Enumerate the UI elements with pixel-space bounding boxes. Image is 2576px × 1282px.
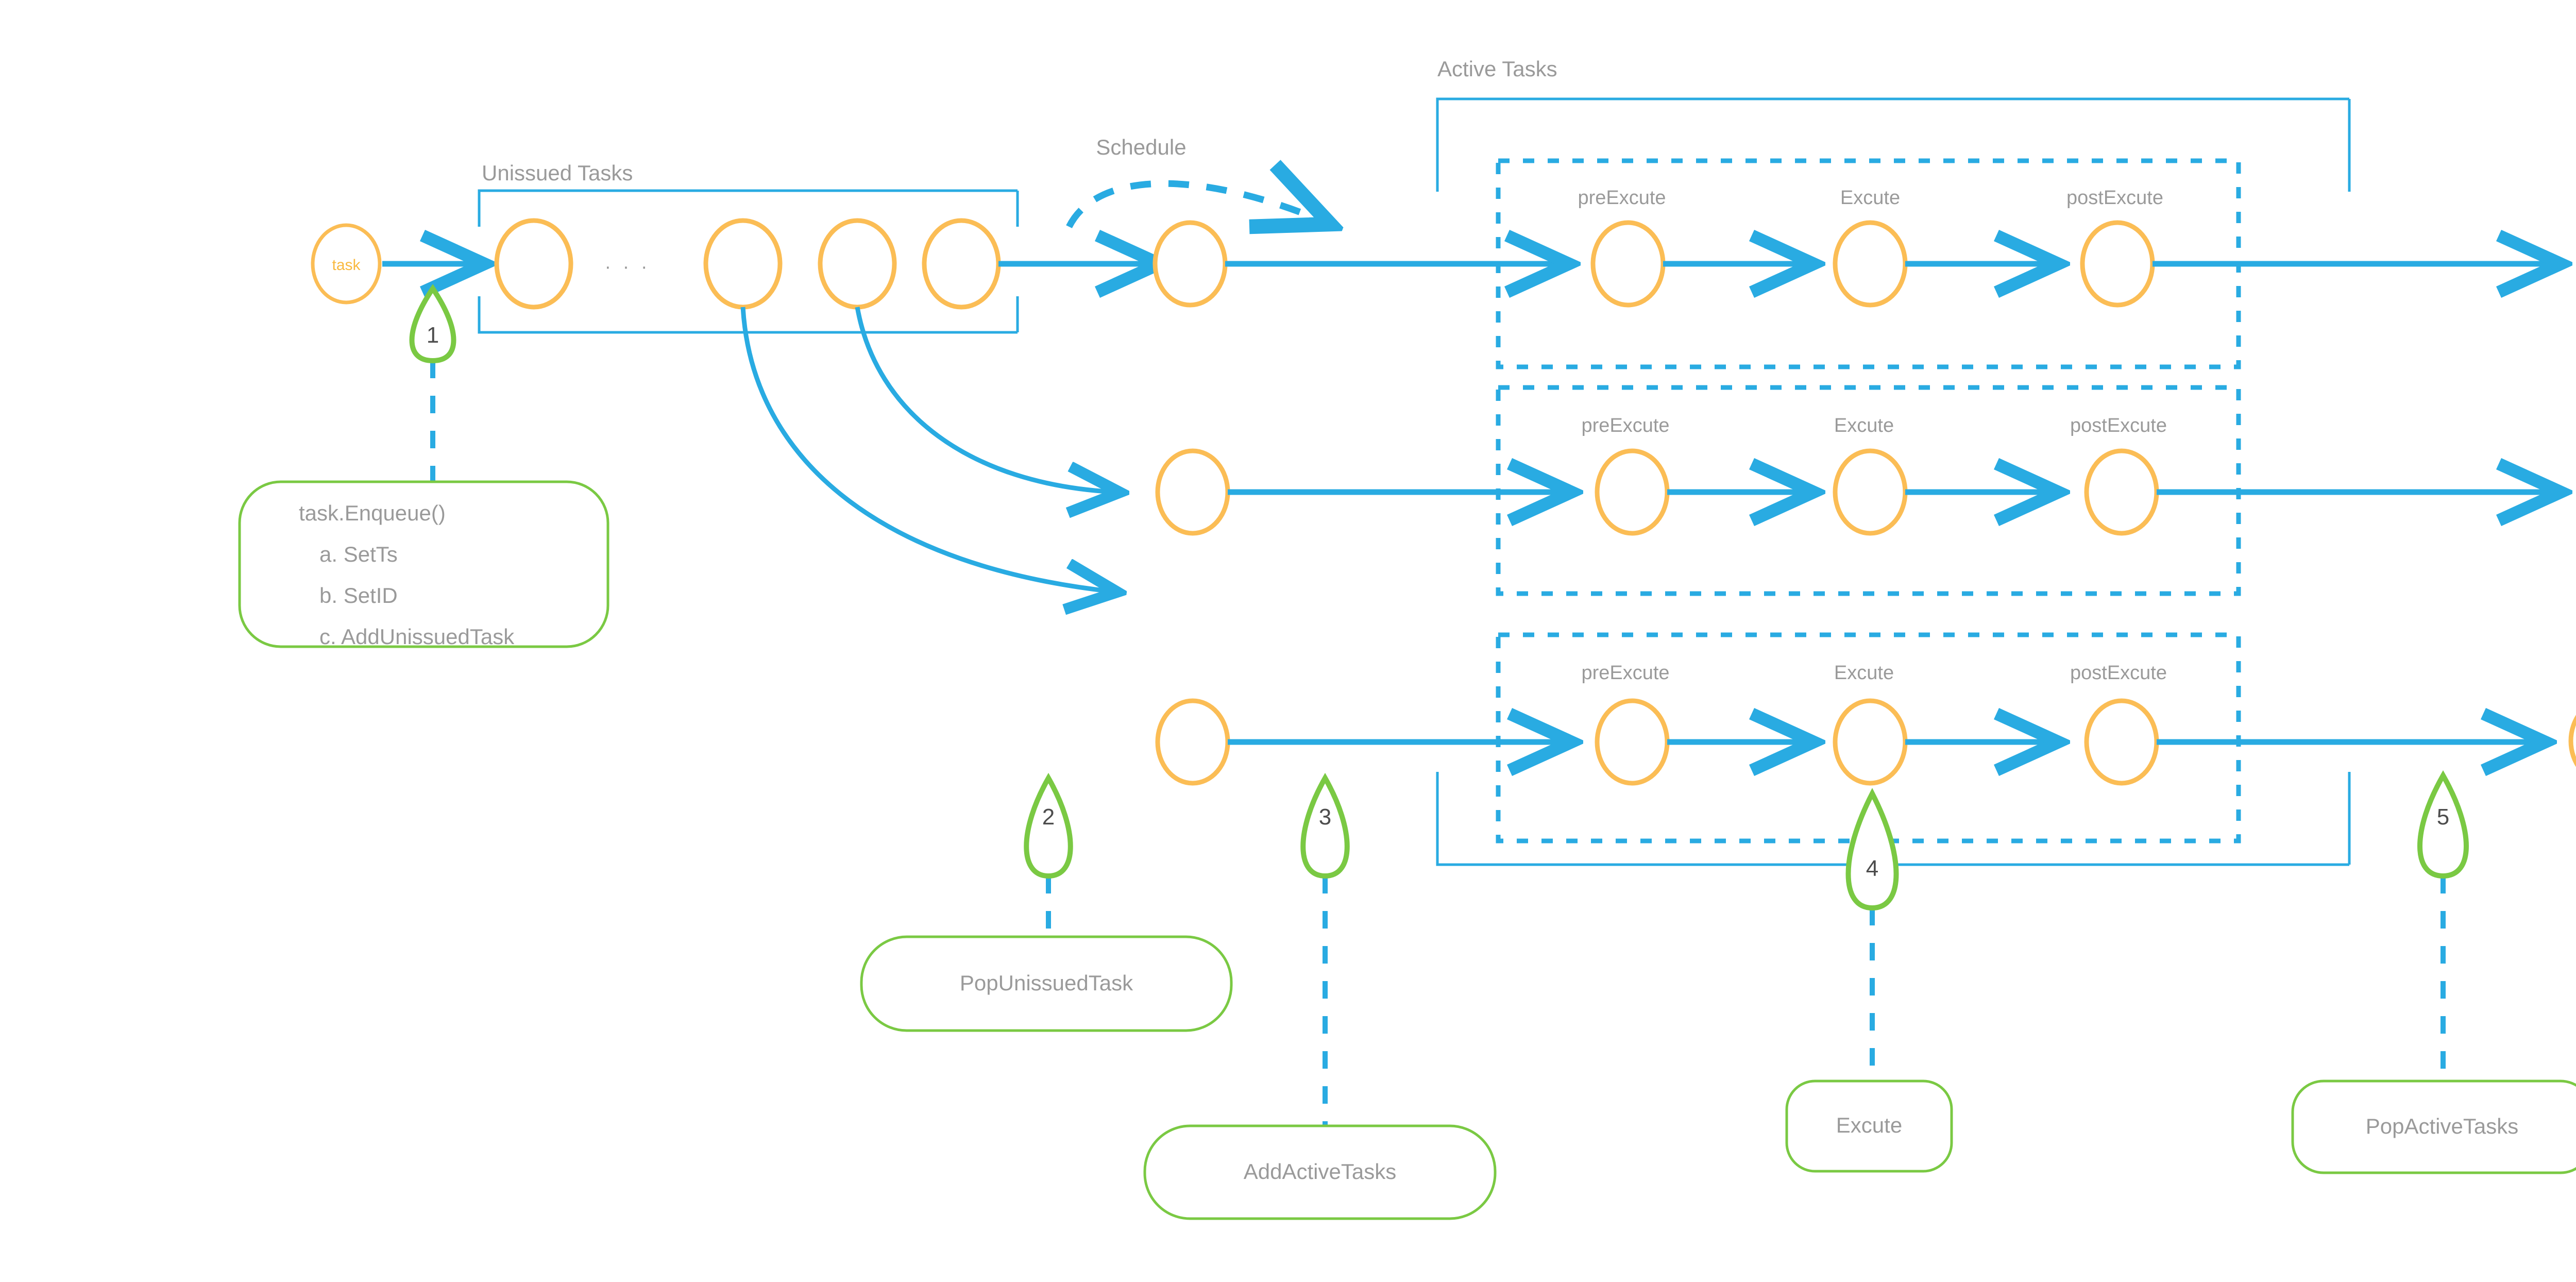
unissued-tasks-label: Unissued Tasks [482,161,633,185]
callout-4-label: Excute [1836,1113,1902,1137]
unissued-tasks-group: Unissued Tasks [478,161,1019,334]
schedule-edge: Schedule [1066,135,1324,227]
callout-4-number: 4 [1866,856,1878,881]
task-node-shape [311,223,382,305]
row3-tail-node[interactable] [2568,700,2576,782]
row1-node-pre[interactable] [1590,220,1666,308]
callout-3-label: AddActiveTasks [1244,1159,1396,1184]
row1-stage-label-pre: preExcute [1578,187,1666,209]
row3-stage-label-post: postExcute [2070,662,2167,684]
active-bracket-bottom [1436,772,2349,866]
row3-node-post[interactable] [2084,698,2159,786]
edge-queue-to-row2-head [855,307,1115,492]
active-tasks-label: Active Tasks [1437,57,1557,81]
edge-queue-to-row3-head [740,307,1113,592]
queue-ellipsis: · · · [604,256,650,278]
callout-2-box[interactable] [860,935,1233,1032]
queue-node-4[interactable] [922,218,1001,310]
callout-4-box[interactable] [1785,1079,1953,1173]
row3-head-node[interactable] [1155,698,1230,786]
row3-stage-label-pre: preExcute [1581,662,1669,684]
callout-1-pin[interactable] [409,284,456,364]
callout-1-line-3: c. AddUnissuedTask [319,625,515,649]
row1-node-post[interactable] [2080,220,2155,308]
row2-stage-label-pre: preExcute [1581,415,1669,436]
task-node-label: task [332,257,361,274]
queue-node-3[interactable] [818,218,897,310]
callout-5-number: 5 [2437,804,2449,830]
row1-head-node[interactable] [1153,220,1228,308]
queue-node-2[interactable] [703,218,783,310]
callout-2: 2 PopUnissuedTask [860,772,1233,1032]
callout-4: 4 Excute [1785,788,1953,1173]
callout-5-pin[interactable] [2417,770,2469,879]
callout-1: 1 task.Enqueue() a. SetTs b. SetID c. Ad… [238,284,609,649]
row2-head-node[interactable] [1155,448,1230,536]
row2-node-exec[interactable] [1833,448,1908,536]
queue-node-1[interactable] [494,218,573,310]
unissued-bracket-top [478,189,1018,227]
callout-2-number: 2 [1042,804,1055,830]
unissued-bracket-bottom [478,296,1018,334]
callout-5-box[interactable] [2291,1079,2576,1174]
callout-1-line-2: b. SetID [319,583,398,608]
callout-2-label: PopUnissuedTask [960,971,1133,995]
row2-node-post[interactable] [2084,448,2159,536]
callout-2-pin[interactable] [1024,772,1073,879]
schedule-label: Schedule [1096,135,1186,159]
active-tasks-group: Active Tasks [1436,57,2351,866]
source-task-node[interactable]: task [311,223,382,305]
callout-1-number: 1 [427,323,439,348]
row3-stage-label-exec: Excute [1834,662,1894,684]
callout-5: 5 PopActiveTasks [2291,770,2576,1174]
callout-1-line-0: task.Enqueue() [299,501,446,525]
callout-3-pin[interactable] [1300,772,1350,879]
pipeline-row-2: preExcute Excute postExcute [1155,385,2576,596]
row1-node-exec[interactable] [1833,220,1908,308]
row2-stage-label-post: postExcute [2070,415,2167,436]
row2-stage-label-exec: Excute [1834,415,1894,436]
unissued-queue-nodes: · · · [494,218,1001,310]
callout-1-box[interactable] [238,480,609,648]
callout-5-label: PopActiveTasks [2366,1114,2518,1138]
row2-node-pre[interactable] [1595,448,1670,536]
callout-1-line-1: a. SetTs [319,542,398,566]
row1-stage-label-post: postExcute [2066,187,2163,209]
row3-node-pre[interactable] [1595,698,1670,786]
active-bracket-top [1436,97,2349,192]
schedule-dashed-arc [1066,183,1324,227]
callout-3: 3 AddActiveTasks [1143,772,1497,1220]
row3-node-exec[interactable] [1833,698,1908,786]
pipeline-row-3: preExcute Excute postExcute [1155,632,2576,844]
callout-3-number: 3 [1319,804,1331,830]
pipeline-row-1: preExcute Excute postExcute [1153,158,2576,369]
callout-3-box[interactable] [1143,1124,1497,1220]
row1-stage-label-exec: Excute [1840,187,1900,209]
callout-4-pin[interactable] [1845,788,1899,911]
